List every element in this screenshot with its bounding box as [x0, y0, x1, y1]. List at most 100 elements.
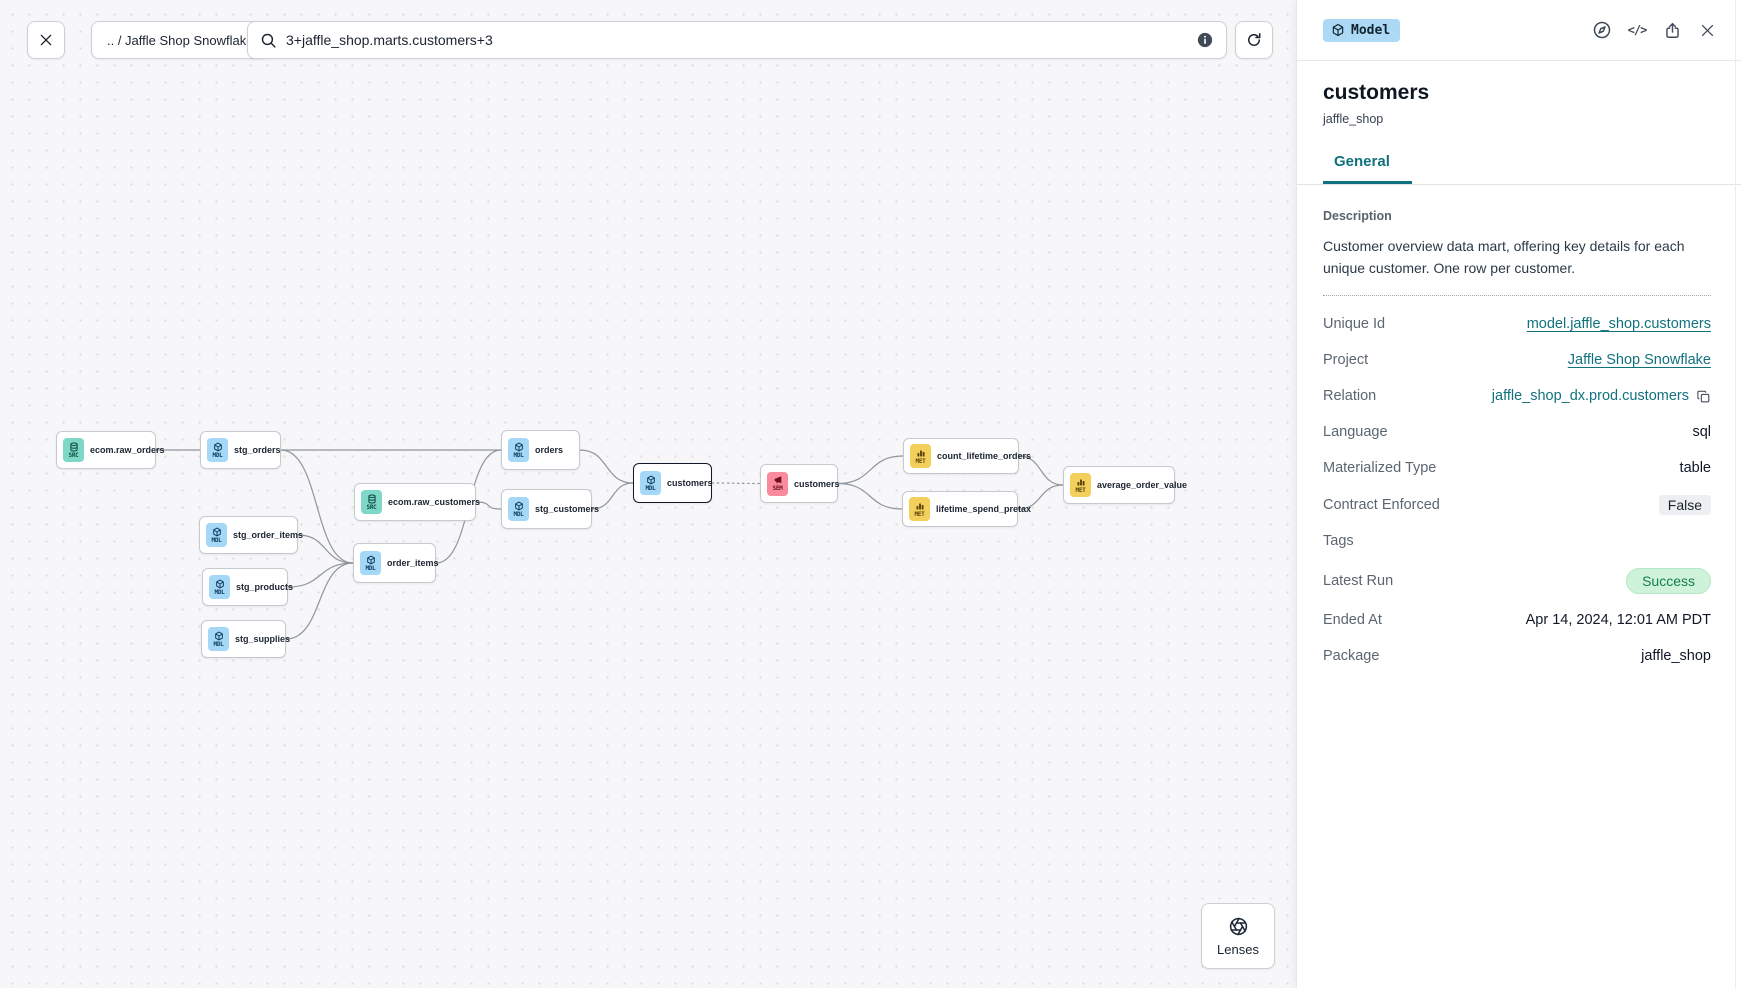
- field-row-contract-enforced: Contract Enforced False: [1323, 486, 1711, 523]
- field-value: False: [1658, 494, 1711, 515]
- node-label: average_order_value: [1097, 480, 1188, 490]
- node-kind-label: MDL: [513, 451, 524, 459]
- chart-icon: MET: [909, 497, 930, 521]
- divider: [1323, 295, 1711, 297]
- field-label: Relation: [1323, 388, 1377, 405]
- node-label: stg_customers: [535, 504, 600, 514]
- field-row-ended-at: Ended At Apr 14, 2024, 12:01 AM PDT: [1323, 602, 1711, 638]
- lens-icon: [1593, 21, 1611, 39]
- breadcrumb[interactable]: .. / Jaffle Shop Snowflake: [91, 21, 270, 59]
- node-label: stg_order_items: [233, 530, 304, 540]
- breadcrumb-label: .. / Jaffle Shop Snowflake: [107, 32, 254, 48]
- field-value: Apr 14, 2024, 12:01 AM PDT: [1525, 612, 1711, 629]
- field-label: Materialized Type: [1323, 460, 1437, 477]
- graph-node-customers_sem[interactable]: SEM customers: [760, 464, 840, 503]
- node-label: stg_products: [236, 582, 294, 592]
- node-kind-label: SEM: [772, 485, 783, 492]
- field-row-materialized-type: Materialized Type table: [1323, 450, 1711, 486]
- field-value: jaffle_shop_dx.prod.customers: [1492, 388, 1711, 404]
- node-label: stg_supplies: [235, 634, 291, 644]
- description-text: Customer overview data mart, offering ke…: [1323, 238, 1685, 276]
- panel-content: Description Customer overview data mart,…: [1297, 185, 1741, 674]
- contract-badge: False: [1658, 494, 1711, 515]
- code-icon: </>: [1627, 23, 1648, 37]
- node-kind-label: SRC: [366, 503, 377, 511]
- node-label: order_items: [387, 558, 439, 568]
- graph-node-average_order_value[interactable]: MET average_order_value: [1063, 466, 1187, 504]
- lens-button[interactable]: [1592, 20, 1612, 40]
- copy-icon[interactable]: [1696, 389, 1711, 404]
- panel-title-block: customers jaffle_shop: [1297, 61, 1741, 126]
- node-kind-label: MET: [915, 457, 926, 465]
- chart-icon: MET: [1070, 473, 1091, 497]
- panel-actions: </>: [1592, 20, 1717, 40]
- close-panel-button[interactable]: [1697, 20, 1717, 40]
- details-panel: Model </>: [1296, 0, 1741, 988]
- field-row-unique-id: Unique Id model.jaffle_shop.customers: [1323, 306, 1711, 342]
- node-label: ecom.raw_orders: [90, 445, 165, 455]
- edge-customers_sem-to-lifetime_spend_pretax: [837, 482, 903, 510]
- field-label: Unique Id: [1323, 316, 1386, 333]
- field-value[interactable]: Jaffle Shop Snowflake: [1567, 352, 1711, 369]
- graph-node-order_items[interactable]: MDL order_items: [353, 543, 439, 583]
- node-label: lifetime_spend_pretax: [936, 504, 1032, 514]
- megaphone-icon: SEM: [767, 471, 788, 496]
- lenses-button[interactable]: Lenses: [1201, 903, 1275, 969]
- description-heading: Description: [1323, 209, 1392, 223]
- edge-stg_products-to-order_items: [287, 562, 354, 588]
- info-icon[interactable]: [1196, 31, 1214, 49]
- field-value: sql: [1692, 424, 1711, 441]
- node-kind-label: MET: [1075, 486, 1086, 494]
- lineage-search[interactable]: [247, 21, 1227, 59]
- cube-icon: [1332, 23, 1344, 37]
- tab-general[interactable]: General: [1323, 153, 1412, 184]
- cube-icon: MDL: [640, 471, 661, 495]
- node-label: customers: [794, 478, 840, 489]
- graph-node-stg_products[interactable]: MDL stg_products: [202, 568, 293, 606]
- node-label: count_lifetime_orders: [937, 451, 1032, 461]
- refresh-button[interactable]: [1235, 21, 1273, 59]
- graph-node-lifetime_spend_pretax[interactable]: MET lifetime_spend_pretax: [902, 491, 1031, 527]
- field-row-relation: Relation jaffle_shop_dx.prod.customers: [1323, 378, 1711, 414]
- resource-type-badge: Model: [1323, 18, 1401, 42]
- field-value[interactable]: model.jaffle_shop.customers: [1526, 316, 1711, 333]
- edge-customers-to-customers_sem: [711, 482, 761, 485]
- close-lineage-button[interactable]: [27, 21, 65, 59]
- cube-icon: MDL: [209, 575, 230, 599]
- database-icon: SRC: [63, 438, 84, 462]
- field-label: Package: [1323, 648, 1380, 665]
- field-row-tags: Tags: [1323, 523, 1711, 559]
- refresh-icon: [1248, 32, 1261, 46]
- share-button[interactable]: [1662, 20, 1682, 40]
- edge-orders-to-customers: [579, 449, 634, 484]
- field-value: table: [1679, 460, 1711, 477]
- graph-node-count_lifetime_orders[interactable]: MET count_lifetime_orders: [903, 438, 1031, 474]
- panel-scrollbar[interactable]: [1735, 0, 1736, 988]
- share-icon: [1665, 22, 1679, 38]
- field-label: Contract Enforced: [1323, 496, 1440, 513]
- close-icon: [40, 34, 52, 46]
- node-kind-label: MDL: [365, 564, 376, 572]
- page-title: customers: [1323, 81, 1430, 104]
- database-icon: SRC: [361, 490, 382, 514]
- cube-icon: MDL: [207, 438, 228, 462]
- graph-node-raw_orders[interactable]: SRC ecom.raw_orders: [56, 431, 165, 469]
- search-input[interactable]: [286, 32, 1187, 48]
- field-label: Ended At: [1323, 612, 1382, 629]
- edge-stg_order_items-to-order_items: [297, 534, 354, 564]
- panel-header: Model </>: [1297, 0, 1741, 61]
- field-label: Tags: [1323, 533, 1354, 550]
- view-code-button[interactable]: </>: [1627, 20, 1648, 40]
